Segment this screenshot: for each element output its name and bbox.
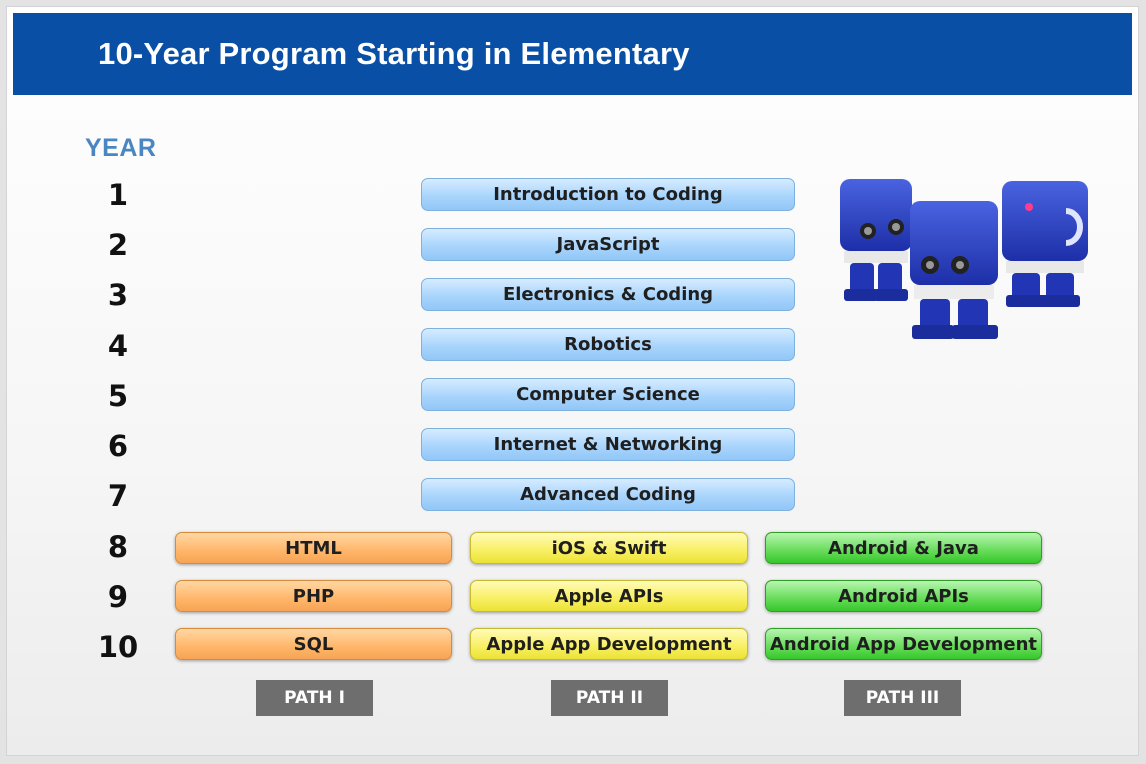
core-course-box: Internet & Networking <box>421 428 795 461</box>
path-1-course-box: SQL <box>175 628 452 660</box>
path-2-course-box: Apple APIs <box>470 580 748 612</box>
robot-middle <box>910 201 998 339</box>
page-title: 10-Year Program Starting in Elementary <box>98 36 690 71</box>
core-course-box: Introduction to Coding <box>421 178 795 211</box>
year-number: 2 <box>107 228 129 262</box>
path-3-course-box: Android APIs <box>765 580 1042 612</box>
core-course-box: JavaScript <box>421 228 795 261</box>
year-number: 6 <box>107 429 129 463</box>
year-number: 3 <box>107 278 129 312</box>
path-2-course-box: iOS & Swift <box>470 532 748 564</box>
path-3-label: PATH III <box>844 680 961 716</box>
path-2-label: PATH II <box>551 680 668 716</box>
path-2-course-box: Apple App Development <box>470 628 748 660</box>
year-number: 7 <box>107 479 129 513</box>
year-number: 1 <box>107 178 129 212</box>
path-3-course-box: Android App Development <box>765 628 1042 660</box>
robots-illustration <box>840 179 1088 339</box>
year-number: 5 <box>107 379 129 413</box>
core-course-box: Electronics & Coding <box>421 278 795 311</box>
path-1-course-box: PHP <box>175 580 452 612</box>
path-3-course-box: Android & Java <box>765 532 1042 564</box>
path-1-course-box: HTML <box>175 532 452 564</box>
robot-left <box>840 179 912 301</box>
year-number: 4 <box>107 329 129 363</box>
year-number: 9 <box>107 580 129 614</box>
year-number: 10 <box>97 630 139 664</box>
core-course-box: Advanced Coding <box>421 478 795 511</box>
year-column-label: YEAR <box>85 134 157 162</box>
core-course-box: Robotics <box>421 328 795 361</box>
path-1-label: PATH I <box>256 680 373 716</box>
robot-right <box>1002 181 1088 307</box>
year-number: 8 <box>107 530 129 564</box>
core-course-box: Computer Science <box>421 378 795 411</box>
header-bar <box>13 13 1132 95</box>
